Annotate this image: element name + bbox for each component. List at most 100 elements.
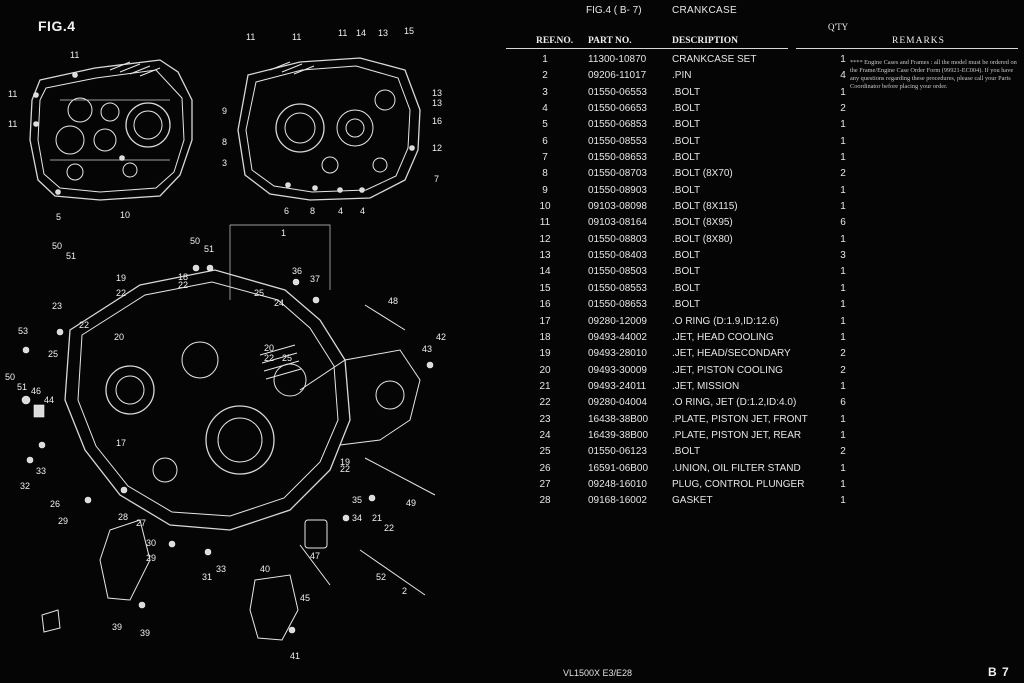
header-rule	[506, 48, 788, 49]
svg-text:17: 17	[116, 438, 126, 448]
svg-text:40: 40	[260, 564, 270, 574]
svg-text:10: 10	[120, 210, 130, 220]
ref-cell: 18	[539, 331, 551, 343]
svg-text:21: 21	[372, 513, 382, 523]
svg-text:29: 29	[146, 553, 156, 563]
svg-text:22: 22	[116, 288, 126, 298]
description-cell: .O RING, JET (D:1.2,ID:4.0)	[672, 397, 797, 409]
ref-cell: 1	[542, 54, 548, 65]
crankcase-illustration: 11 11 11 5 10 11 11 11 14 13 15 13 13 16…	[5, 26, 446, 661]
qty-cell: 6	[840, 397, 846, 409]
ref-cell: 15	[539, 282, 551, 294]
svg-text:34: 34	[352, 513, 362, 523]
svg-text:25: 25	[282, 353, 292, 363]
svg-text:8: 8	[310, 206, 315, 216]
col-header-ref: REF.NO.	[536, 36, 574, 46]
qty-cell: 2	[840, 364, 846, 376]
qty-cell: 1	[840, 331, 846, 343]
svg-text:16: 16	[432, 116, 442, 126]
svg-text:19: 19	[340, 457, 350, 467]
svg-text:22: 22	[178, 280, 188, 290]
svg-text:18: 18	[178, 272, 188, 282]
description-cell: .BOLT	[672, 103, 701, 115]
ref-cell: 13	[539, 250, 551, 262]
col-header-part: PART NO.	[588, 36, 632, 46]
svg-text:46: 46	[31, 386, 41, 396]
qty-cell: 1	[840, 135, 846, 147]
description-cell: .BOLT	[672, 86, 701, 98]
col-header-qty: Q'TY	[828, 22, 849, 32]
ref-cell: 2	[542, 70, 548, 82]
description-cell: .JET, MISSION	[672, 380, 740, 392]
part-number-cell: 09168-16002	[588, 495, 647, 507]
svg-text:51: 51	[66, 251, 76, 261]
figure-reference: FIG.4 ( B- 7)	[586, 5, 642, 16]
svg-text:52: 52	[376, 572, 386, 582]
table-header: REF.NO. PART NO. DESCRIPTION Q'TY REMARK…	[506, 22, 1018, 50]
svg-text:50: 50	[5, 372, 15, 382]
svg-text:13: 13	[432, 98, 442, 108]
part-number-cell: 01550-06553	[588, 86, 647, 98]
ref-cell: 20	[539, 364, 551, 376]
description-cell: .BOLT	[672, 299, 701, 311]
exploded-view-diagram: 11 11 11 5 10 11 11 11 14 13 15 13 13 16…	[0, 0, 480, 683]
description-cell: .PLATE, PISTON JET, FRONT	[672, 413, 808, 425]
crankcase-half-left-view	[29, 59, 193, 201]
svg-text:51: 51	[204, 244, 214, 254]
figure-label: FIG.4	[38, 18, 76, 34]
ref-cell: 10	[539, 201, 551, 213]
part-number-cell: 01550-08703	[588, 168, 647, 180]
svg-text:20: 20	[264, 343, 274, 353]
ref-cell: 26	[539, 462, 551, 474]
part-number-cell: 01550-08803	[588, 233, 647, 245]
svg-text:33: 33	[36, 466, 46, 476]
part-number-cell: 16439-38B00	[588, 429, 649, 441]
ref-cell: 4	[542, 103, 548, 115]
part-number-cell: 01550-06123	[588, 446, 647, 458]
description-cell: .BOLT	[672, 184, 701, 196]
part-number-cell: 01550-08903	[588, 184, 647, 196]
svg-text:48: 48	[388, 296, 398, 306]
part-number-cell: 09280-04004	[588, 397, 647, 409]
qty-cell: 3	[840, 250, 846, 262]
svg-text:11: 11	[292, 32, 301, 42]
description-cell: GASKET	[672, 495, 713, 507]
svg-text:4: 4	[360, 206, 365, 216]
svg-text:35: 35	[352, 495, 362, 505]
svg-text:36: 36	[292, 266, 302, 276]
col-header-description: DESCRIPTION	[672, 36, 738, 46]
qty-cell: 1	[840, 282, 846, 294]
description-cell: .BOLT	[672, 250, 701, 262]
svg-text:1: 1	[281, 228, 286, 238]
part-number-cell: 09493-30009	[588, 364, 647, 376]
part-number-cell: 16438-38B00	[588, 413, 649, 425]
description-cell: .BOLT (8X70)	[672, 168, 733, 180]
svg-text:28: 28	[118, 512, 128, 522]
svg-text:41: 41	[290, 651, 300, 661]
svg-text:39: 39	[140, 628, 150, 638]
svg-text:11: 11	[338, 28, 347, 38]
part-number-cell: 01550-08553	[588, 135, 647, 147]
description-cell: .UNION, OIL FILTER STAND	[672, 462, 801, 474]
svg-text:47: 47	[310, 551, 320, 561]
ref-cell: 24	[539, 429, 551, 441]
ref-cell: 28	[539, 495, 551, 507]
description-cell: .BOLT (8X80)	[672, 233, 733, 245]
ref-cell: 11	[539, 217, 551, 229]
ref-cell: 12	[539, 233, 551, 245]
description-cell: .BOLT (8X95)	[672, 217, 733, 229]
svg-text:50: 50	[190, 236, 200, 246]
part-number-cell: 09206-11017	[588, 70, 647, 82]
svg-text:30: 30	[146, 538, 156, 548]
svg-text:2: 2	[402, 586, 407, 596]
